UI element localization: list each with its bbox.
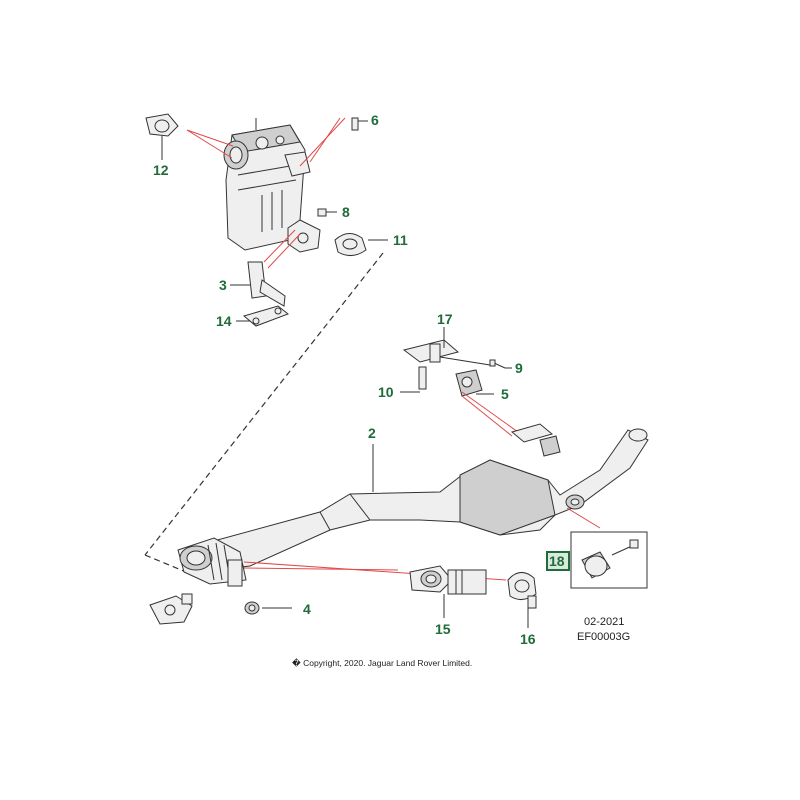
gasket-12[interactable] [145,113,179,160]
callout-10[interactable]: 10 [378,384,394,400]
catalytic-converter[interactable] [223,118,321,253]
assembly-dashed-lines [144,252,384,573]
pipe-connector-15[interactable] [409,565,487,618]
callout-2[interactable]: 2 [368,425,376,441]
callout-4[interactable]: 4 [303,601,311,617]
bolt-10[interactable] [400,366,427,393]
callout-16[interactable]: 16 [520,631,536,647]
sensor-assembly[interactable] [149,593,193,625]
clamp-16[interactable] [507,572,537,628]
callout-3[interactable]: 3 [219,277,227,293]
bracket-3[interactable] [230,261,286,307]
callout-6[interactable]: 6 [371,112,379,128]
rubber-mount-4[interactable] [244,601,292,615]
callout-18[interactable]: 18 [549,553,565,569]
hanger-bracket-17[interactable] [402,327,491,366]
callout-12[interactable]: 12 [153,162,169,178]
callout-15[interactable]: 15 [435,621,451,637]
exhaust-pipe-2[interactable] [187,428,649,573]
red-leaders-top [186,117,346,269]
rear-tail-mount[interactable] [565,494,585,510]
rubber-mount-5[interactable] [455,369,494,397]
callout-8[interactable]: 8 [342,204,350,220]
bolt-6[interactable] [351,117,368,131]
rear-hanger[interactable] [510,423,561,457]
callout-17[interactable]: 17 [437,311,453,327]
ref-code: EF00003G [577,631,630,643]
callout-5[interactable]: 5 [501,386,509,402]
callout-14[interactable]: 14 [216,313,232,329]
front-flex-section[interactable] [177,537,247,587]
callout-18-box [546,551,570,571]
copyright-notice: � Copyright, 2020. Jaguar Land Rover Lim… [292,657,472,668]
red-leaders-middle [461,391,519,437]
clamp-11[interactable] [334,233,388,256]
bolt-9[interactable] [489,359,512,369]
bracket-14[interactable] [236,305,289,327]
callout-9[interactable]: 9 [515,360,523,376]
part-18-detail-box[interactable] [570,531,648,589]
callout-11[interactable]: 11 [393,232,408,248]
bolt-8[interactable] [317,208,337,217]
date-code: 02-2021 [584,616,624,628]
